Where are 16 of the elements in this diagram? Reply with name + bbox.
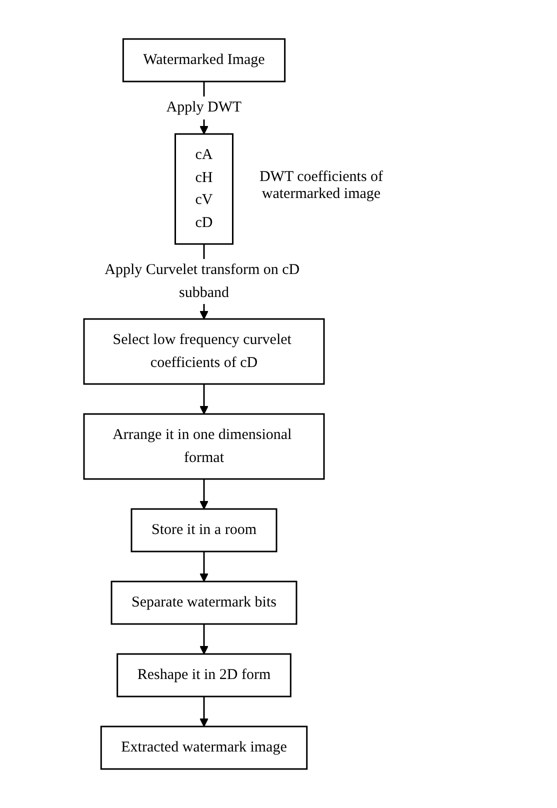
node-caption: DWT coefficients of watermarked image bbox=[258, 169, 384, 203]
node-box: Watermarked Image bbox=[122, 38, 286, 82]
node-box: Extracted watermark image bbox=[100, 726, 308, 770]
arrow bbox=[199, 479, 208, 510]
node-box: Reshape it in 2D form bbox=[116, 653, 291, 698]
edge-label: Apply DWT bbox=[166, 100, 242, 116]
arrow bbox=[199, 696, 208, 727]
arrow bbox=[199, 624, 208, 654]
node-box: Select low frequency curvelet coefficients of cD bbox=[82, 318, 324, 385]
arrow bbox=[199, 384, 208, 414]
edge-label: Apply Curvelet transform on cD subband bbox=[104, 262, 300, 300]
node-box: cA cH cV cD bbox=[174, 133, 233, 245]
node-box: Arrange it in one dimensional format bbox=[82, 413, 324, 480]
node-box: Separate watermark bits bbox=[110, 580, 297, 625]
arrow bbox=[199, 552, 208, 582]
node-box: Store it in a room bbox=[130, 508, 277, 552]
